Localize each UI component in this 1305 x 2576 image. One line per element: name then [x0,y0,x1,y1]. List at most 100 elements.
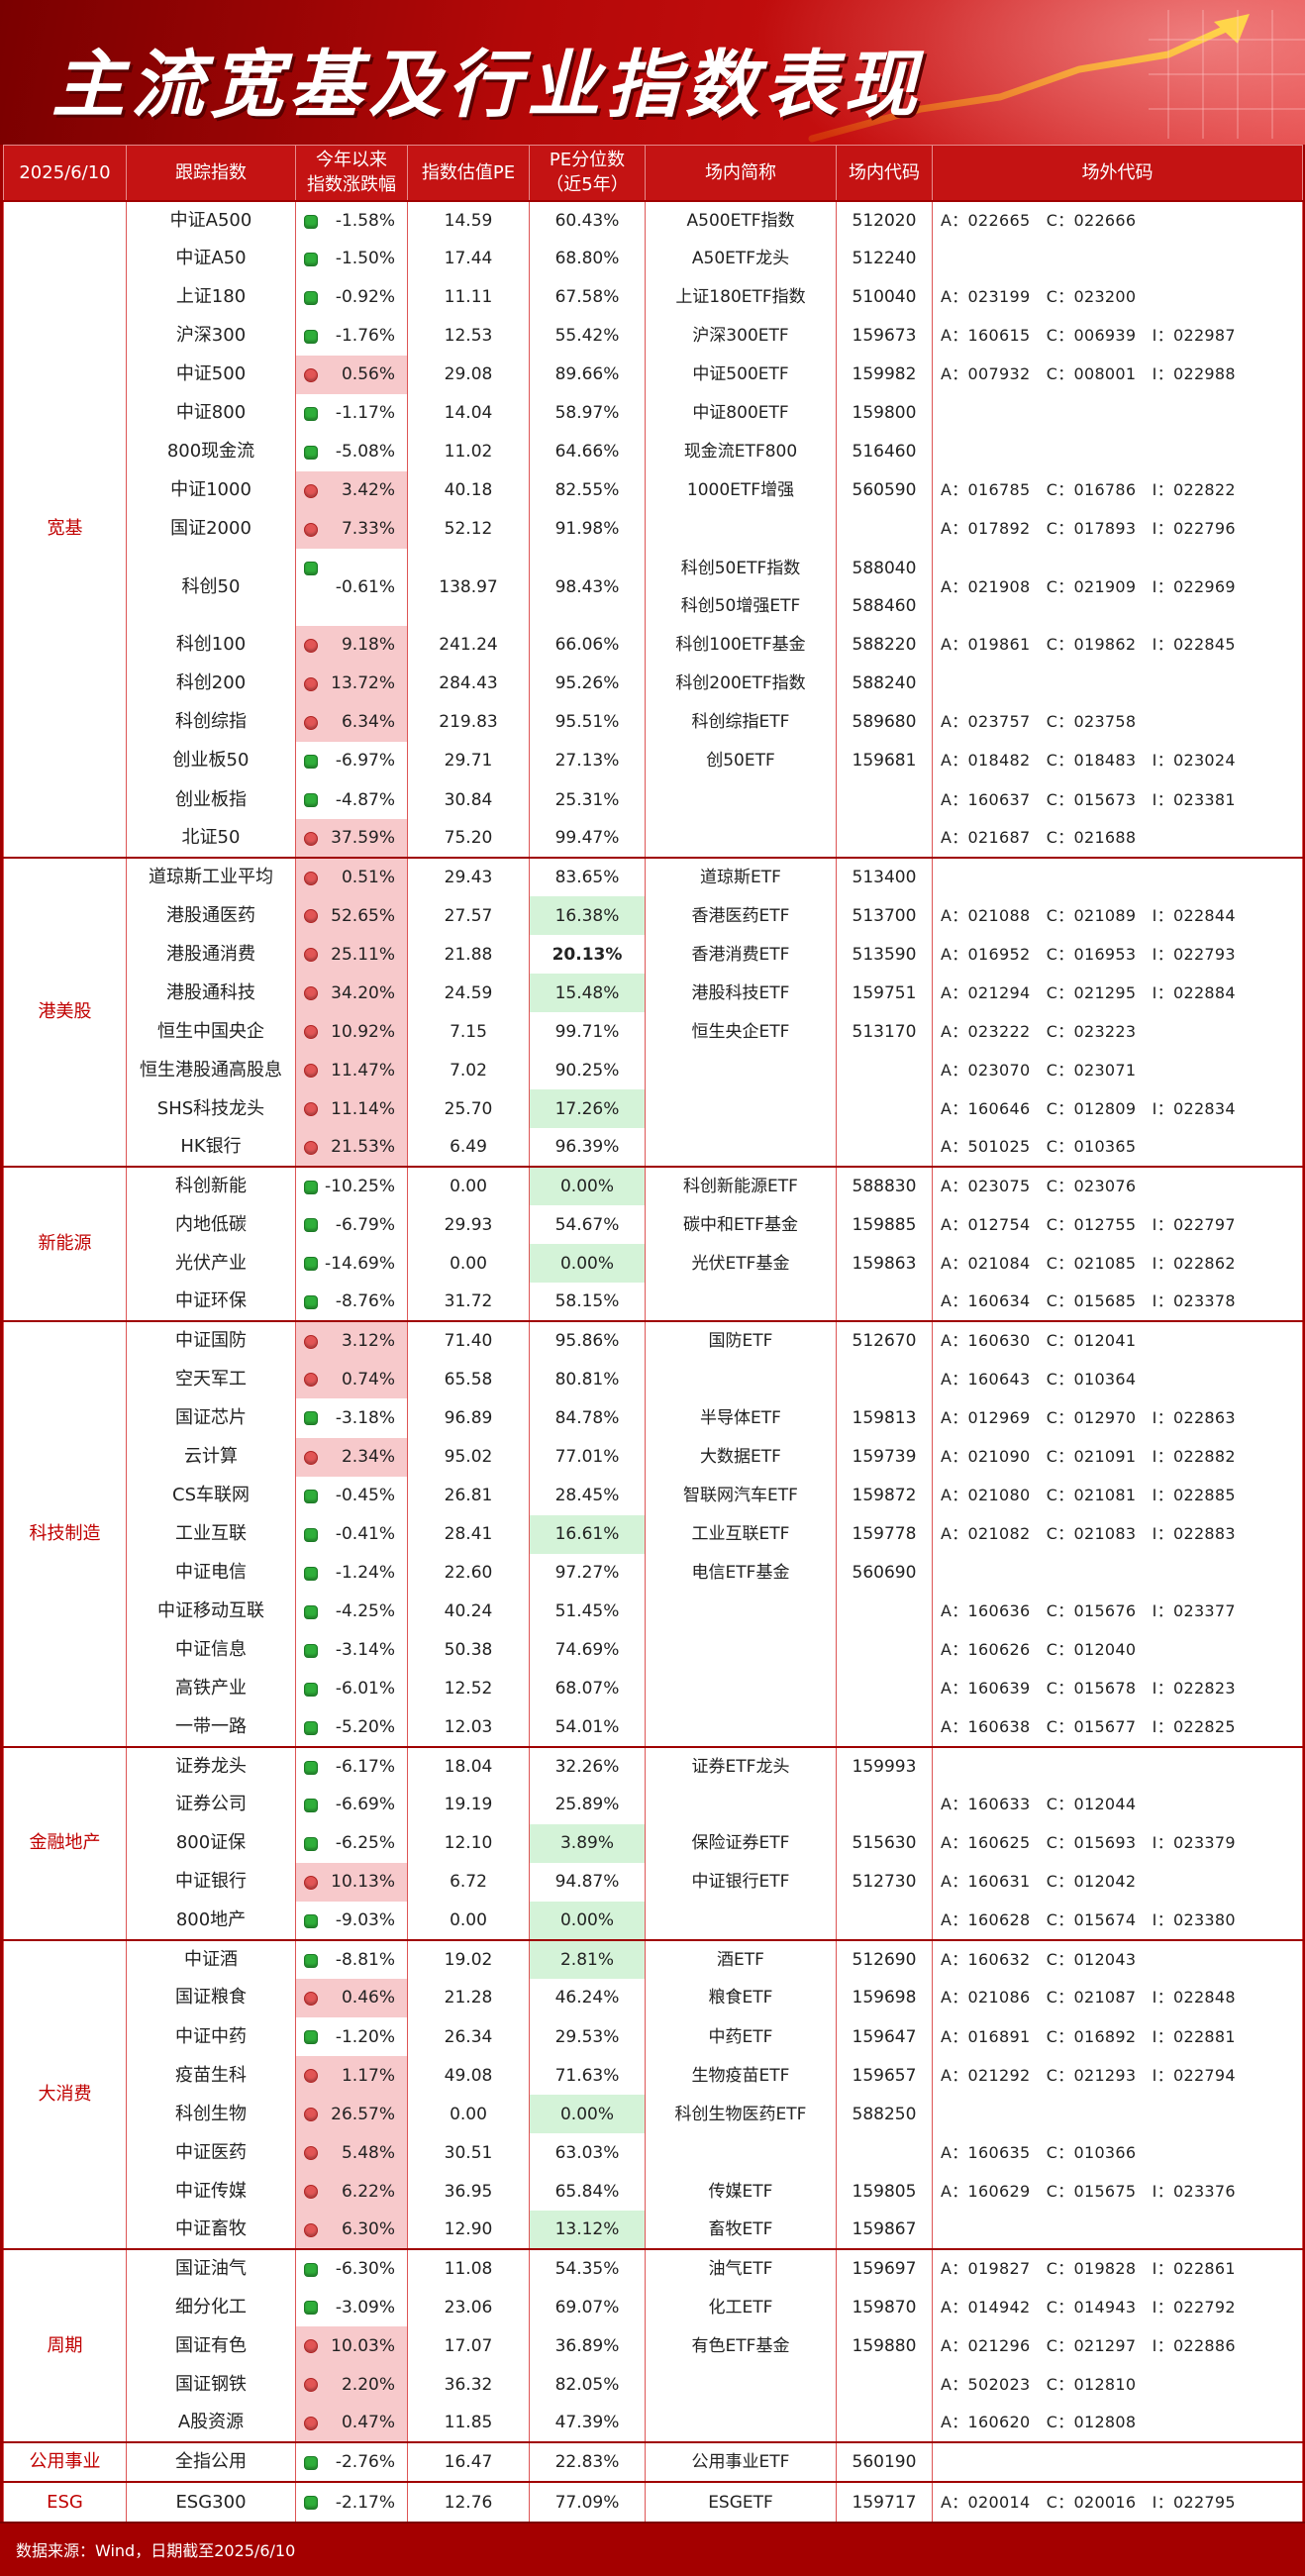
down-dot-icon [304,445,318,460]
etf-code: 159717 [852,2492,917,2513]
etf-code: 512690 [852,1949,917,1970]
ytd-change-value: -0.41% [335,1524,395,1545]
pe-percentile: 22.83% [529,2441,646,2483]
pe-value: 21.88 [407,935,530,975]
up-dot-icon [304,1141,318,1156]
etf-name: 香港医药ETF [691,905,790,926]
ytd-change-value: 11.14% [331,1098,395,1119]
index-name: 创业板指 [126,779,296,820]
etf-name-cell: 香港消费ETF [645,935,837,975]
ytd-change-value: 11.47% [331,1060,395,1081]
ytd-change-value: -9.03% [335,1909,395,1930]
index-name: 科创新能 [126,1166,296,1206]
up-dot-icon [304,2223,318,2238]
up-dot-icon [304,676,318,691]
index-name: 沪深300 [126,316,296,356]
ytd-change-value: -14.69% [325,1253,395,1274]
index-name: 中证国防 [126,1320,296,1361]
otc-codes: A：160643 C：010364 [932,1360,1303,1399]
otc-codes: A：160631 C：012042 [932,1862,1303,1902]
ytd-change-value: -6.01% [335,1679,395,1700]
etf-name: 科创50ETF指数 [680,558,801,578]
otc-codes: A：022665 C：022666 [932,199,1303,240]
down-dot-icon [304,214,318,229]
ytd-change-cell: 26.57% [295,2095,408,2134]
header-pct-line2: （近5年） [546,174,629,196]
index-table-wrap: 2025/6/10 跟踪指数 今年以来指数涨跌幅 指数估值PE PE分位数（近5… [0,145,1305,2522]
pe-value: 14.04 [407,393,530,433]
down-dot-icon [304,406,318,421]
pe-percentile: 68.80% [529,239,646,278]
ytd-change-cell: -5.08% [295,432,408,471]
up-dot-icon [304,1373,318,1388]
category-label: 公用事业 [3,2441,127,2483]
index-name: 工业互联 [126,1514,296,1554]
etf-code-cell: 159872 [836,1476,933,1515]
etf-code: 560190 [852,2452,917,2473]
up-dot-icon [304,909,318,924]
index-name: 港股通医药 [126,896,296,936]
otc-codes: A：021687 C：021688 [932,819,1303,859]
etf-name-cell: 生物疫苗ETF [645,2056,837,2096]
up-dot-icon [304,872,318,886]
etf-code: 589680 [852,712,917,733]
pe-percentile: 69.07% [529,2288,646,2327]
etf-name-cell: 碳中和ETF基金 [645,1205,837,1245]
ytd-change-value: 25.11% [331,944,395,965]
pe-value: 11.11 [407,277,530,317]
index-name: 科创100 [126,625,296,665]
pe-value: 19.02 [407,1938,530,1979]
otc-codes: A：160629 C：015675 I：023376 [932,2172,1303,2212]
ytd-change-value: -2.76% [335,2452,395,2473]
etf-name-cell: 保险证券ETF [645,1823,837,1863]
pe-percentile: 97.27% [529,1553,646,1593]
ytd-change-cell: 11.14% [295,1089,408,1129]
otc-codes: A：014942 C：014943 I：022792 [932,2288,1303,2327]
etf-code-cell: 159813 [836,1398,933,1438]
pe-percentile: 82.55% [529,470,646,510]
etf-name-cell [645,1630,837,1670]
index-name: 国证油气 [126,2248,296,2289]
rising-arrow-icon [808,10,1305,143]
pe-value: 12.53 [407,316,530,356]
pe-percentile: 95.26% [529,664,646,703]
pe-percentile: 84.78% [529,1398,646,1438]
etf-code-cell [836,2133,933,2173]
etf-code: 159805 [852,2181,917,2202]
pe-value: 12.90 [407,2211,530,2250]
down-dot-icon [304,1643,318,1658]
otc-codes [932,2095,1303,2134]
category-label: 周期 [3,2248,127,2443]
header-date: 2025/6/10 [3,145,127,201]
otc-codes: A：018482 C：018483 I：023024 [932,741,1303,780]
ytd-change-value: 26.57% [331,2104,395,2124]
pe-percentile: 51.45% [529,1592,646,1631]
pe-value: 6.49 [407,1128,530,1168]
otc-codes: A：019861 C：019862 I：022845 [932,625,1303,665]
ytd-change-cell: 6.34% [295,702,408,742]
etf-code-cell: 159863 [836,1244,933,1284]
pe-percentile: 32.26% [529,1745,646,1786]
ytd-change-value: -4.87% [335,789,395,810]
down-dot-icon [304,1836,318,1851]
pe-percentile: 13.12% [529,2211,646,2250]
ytd-change-cell: -10.25% [295,1166,408,1206]
etf-name-cell [645,1283,837,1322]
pe-value: 219.83 [407,702,530,742]
etf-name-cell: 中证800ETF [645,393,837,433]
ytd-change-cell: -6.30% [295,2248,408,2289]
ytd-change-cell: -0.92% [295,277,408,317]
index-name: 国证粮食 [126,1978,296,2017]
etf-code: 159647 [852,2026,917,2047]
etf-name: 化工ETF [708,2297,773,2318]
ytd-change-cell: 0.47% [295,2404,408,2443]
ytd-change-value: -1.50% [335,249,395,269]
ytd-change-value: -6.79% [335,1214,395,1235]
